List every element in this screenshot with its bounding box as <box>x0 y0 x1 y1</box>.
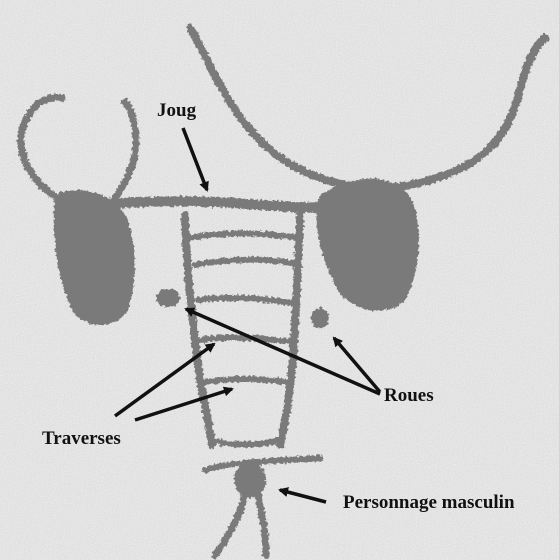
label-personnage-masculin: Personnage masculin <box>343 493 515 512</box>
crossbar-5 <box>205 379 285 382</box>
wheel-right <box>311 308 329 328</box>
human-figure-torso <box>234 462 266 498</box>
label-roues: Roues <box>384 386 434 405</box>
label-joug: Joug <box>157 101 196 120</box>
label-traverses: Traverses <box>42 429 121 448</box>
wheel-left <box>156 289 180 307</box>
